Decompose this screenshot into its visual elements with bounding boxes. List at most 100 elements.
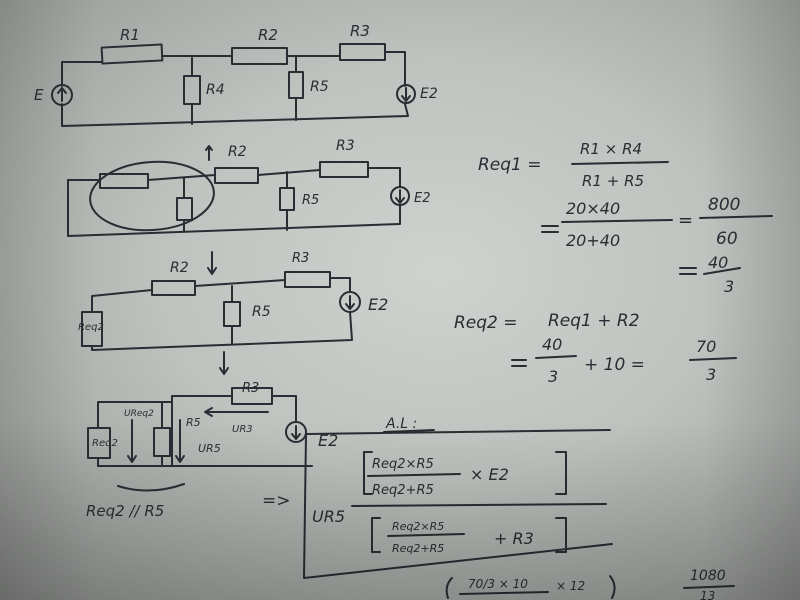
source-e2-icon: [390, 186, 410, 206]
resistor-r3: [231, 387, 273, 405]
resistor-r5: [223, 301, 241, 327]
label-e2: E2: [420, 86, 438, 102]
req2-result-numerator: 70: [696, 337, 716, 356]
label-ur5: UR5: [198, 442, 221, 455]
resistor-r2: [151, 280, 196, 296]
req1-step-numerator: 20×40: [566, 199, 620, 218]
fraction-bar: [689, 357, 737, 361]
ur5-lhs: UR5: [312, 507, 345, 526]
label-r3: R3: [336, 138, 355, 154]
label-r2: R2: [258, 26, 278, 44]
label-e1: E: [34, 86, 44, 104]
implies-arrow: =>: [262, 491, 291, 511]
equals-sign: [541, 225, 559, 233]
bracket-left: [363, 451, 373, 495]
req2-rhs: Req1 + R2: [548, 311, 640, 331]
bottom-times: × 12: [556, 579, 585, 593]
fraction-bar: [699, 215, 773, 219]
resistor-r4: [176, 197, 193, 221]
ur5-equation: A.L : => UR5 Req2×R5 Req2+R5 × E2 Req2×R…: [262, 416, 613, 579]
arrow-up-icon: [57, 87, 67, 102]
fraction-bar: [561, 219, 673, 223]
req2-step-numerator: 40: [542, 335, 562, 354]
circuit-2-wires: [67, 167, 401, 237]
req1-equation: Req1 = R1 × R4 R1 + R5 20×40 20+40 = 800…: [478, 140, 773, 296]
paren-right: [609, 575, 616, 599]
req2-result-denominator: 3: [706, 365, 716, 384]
fraction-bar: [459, 591, 549, 595]
label-r3: R3: [292, 251, 309, 266]
bottom-right-numerator: 1080: [690, 568, 726, 584]
label-e2: E2: [414, 191, 431, 206]
req1-simplified-denominator: 3: [724, 277, 734, 296]
arrow-down-icon: [291, 425, 301, 440]
req1-step-equals: =: [678, 210, 693, 231]
main-fraction-bar: [351, 503, 607, 507]
resistor-req2: [87, 427, 111, 459]
bottom-right-denominator: 13: [700, 589, 715, 600]
resistor-req2: [81, 311, 103, 347]
req1-result-numerator: 800: [708, 195, 740, 215]
req1-simplified-numerator: 40: [708, 253, 728, 272]
req1-lhs: Req1 =: [478, 155, 542, 175]
label-r1: R1: [120, 26, 140, 44]
label-ureq2: UReq2: [124, 409, 154, 419]
circuit-4-wires: [97, 395, 313, 467]
underline: [383, 429, 435, 433]
circuit-1: R1 R2 R3 R4 R5 E E2: [34, 22, 438, 127]
paren-left: [445, 577, 453, 599]
label-r2: R2: [228, 144, 247, 160]
resistor-r5: [279, 187, 295, 211]
resistor-r2: [214, 167, 259, 184]
source-e1-icon: [51, 84, 73, 106]
req1-result-denominator: 60: [716, 229, 738, 249]
bracket-left: [371, 517, 381, 553]
big-num-b: Req2+R5: [372, 483, 434, 498]
transform-arrow-icon: [207, 251, 217, 275]
label-r5: R5: [252, 304, 271, 320]
req2-lhs: Req2 =: [454, 313, 518, 333]
label-r5: R5: [302, 193, 319, 208]
label-req2: Req2: [92, 438, 118, 449]
resistor-r2: [231, 47, 288, 65]
transform-arrow-icon: [219, 351, 229, 375]
label-ur3: UR3: [232, 424, 253, 435]
resistor-r3: [319, 161, 369, 178]
resistor-r1: [99, 173, 149, 189]
bottom-fraction: 70/3 × 10: [468, 577, 528, 591]
resistor-r4: [183, 75, 201, 105]
big-den-plus: + R3: [494, 529, 534, 548]
fraction-bar: [703, 267, 741, 275]
voltage-arrow-ureq2-icon: [127, 419, 137, 463]
big-den-a: Req2×R5: [392, 520, 444, 533]
arrow-down-icon: [395, 189, 405, 204]
bracket-right: [555, 451, 567, 495]
arrow-down-icon: [401, 87, 411, 102]
resistor-r1: [100, 43, 164, 65]
label-req2: Req2: [78, 322, 104, 333]
big-den-b: Req2+R5: [392, 542, 444, 555]
label-r2: R2: [170, 260, 189, 276]
fraction-bar: [387, 533, 465, 537]
label-e2: E2: [318, 431, 338, 450]
req2-step-middle: + 10 =: [584, 355, 645, 375]
circuit-4: Req2 R3 R5 E2 UReq2 UR3 UR5 Req2 // R5: [86, 351, 338, 520]
equals-sign: [511, 359, 527, 367]
transform-arrow-icon: [205, 145, 213, 161]
big-num-times: × E2: [470, 465, 509, 484]
big-num-a: Req2×R5: [372, 457, 434, 472]
equals-sign: [679, 267, 697, 275]
source-e2-icon: [396, 84, 416, 104]
brace-icon: [117, 483, 185, 492]
grouping-circle: [89, 160, 215, 232]
label-e2: E2: [368, 295, 388, 314]
circuit-3: Req2 R2 R3 R5 E2: [78, 251, 388, 351]
voltage-arrow-ur5-icon: [175, 419, 185, 463]
req1-numerator: R1 × R4: [580, 140, 642, 158]
label-r3: R3: [350, 22, 370, 40]
label-r4: R4: [206, 82, 225, 98]
source-e2-icon: [339, 291, 361, 313]
circuit-2: R2 R3 R5 E2: [67, 138, 431, 237]
